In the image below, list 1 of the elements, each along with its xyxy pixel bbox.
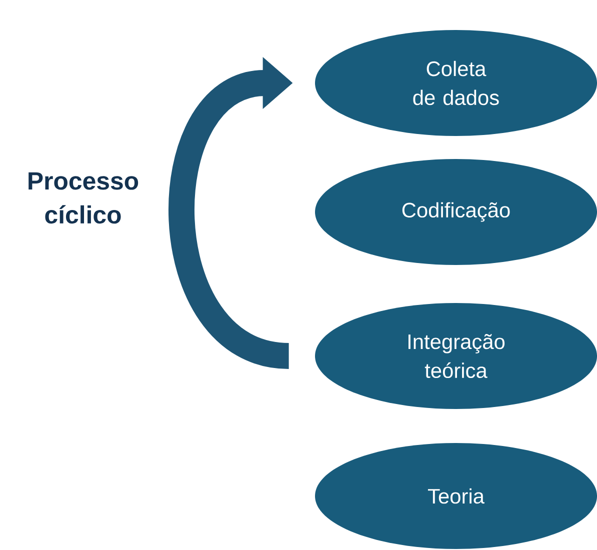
side-label: Processo cíclico bbox=[28, 172, 138, 224]
